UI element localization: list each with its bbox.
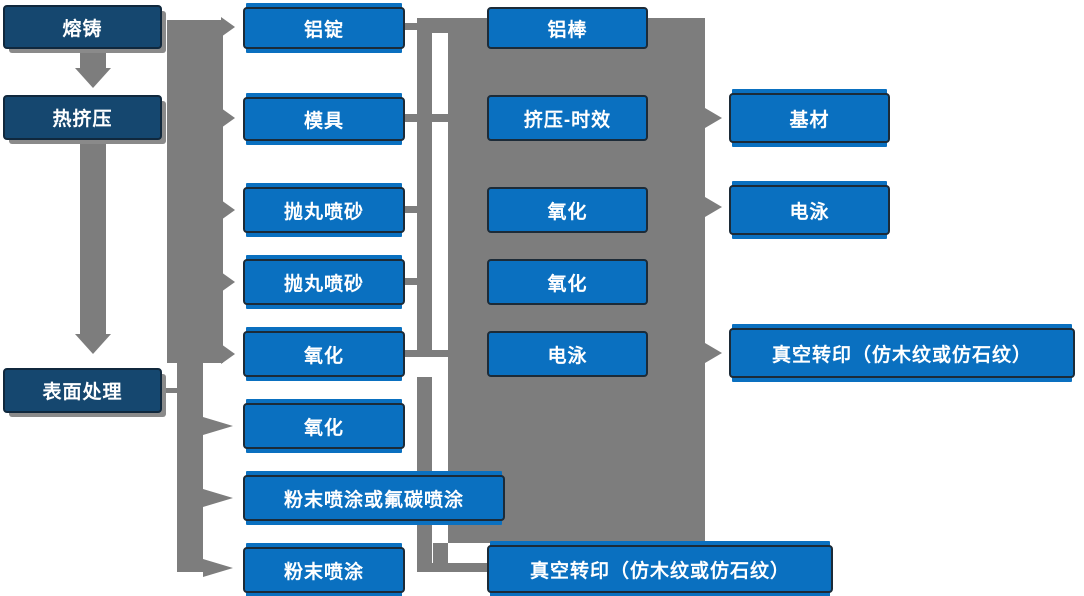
node-powder-or-fluorocarbon: 粉末喷涂或氟碳喷涂 (243, 475, 505, 521)
arrow-to-aluminum-ingot (221, 17, 235, 37)
arrow-to-mold (221, 108, 235, 128)
tick-electrophoresis-row (432, 350, 448, 357)
mid-band-upper (417, 18, 432, 357)
node-oxidation-4: 氧化 (487, 259, 648, 305)
arrow-to-vacuum-transfer-2 (705, 343, 722, 363)
trunk-band-lower (177, 363, 203, 572)
mid-band-lower (417, 377, 432, 572)
node-oxidation-2: 氧化 (243, 403, 405, 449)
tick-shot-blasting-1 (403, 206, 417, 213)
arrow-to-oxidation-2 (203, 417, 233, 435)
mid-band-top-strip (417, 18, 448, 33)
arrow-to-shot-blasting-1 (221, 200, 235, 220)
arrow-to-electrophoresis-2 (705, 197, 722, 217)
node-hot-extrusion: 热挤压 (3, 95, 162, 140)
node-aluminum-ingot: 铝锭 (243, 7, 405, 49)
node-surface-treatment: 表面处理 (3, 368, 162, 413)
node-oxidation-3: 氧化 (487, 187, 648, 233)
node-aluminum-rod: 铝棒 (487, 7, 648, 49)
arrow-to-powder-or-fluorocarbon (203, 489, 233, 507)
connector-casting-to-extrusion (80, 48, 106, 70)
node-vacuum-transfer-2: 真空转印（仿木纹或仿石纹） (729, 328, 1075, 378)
arrow-to-powder-coating (203, 559, 233, 577)
node-extrusion-aging: 挤压-时效 (487, 95, 648, 141)
arrow-to-oxidation-1 (221, 344, 235, 364)
connector-surface-to-trunk (162, 388, 177, 393)
connector-powder-to-vacuum (417, 563, 487, 572)
arrow-down-extrusion-to-surface (75, 334, 111, 354)
tick-mold-to-block (403, 114, 448, 122)
node-electrophoresis-1: 电泳 (487, 331, 648, 377)
node-vacuum-transfer-1: 真空转印（仿木纹或仿石纹） (487, 545, 833, 593)
node-melting-casting: 熔铸 (3, 5, 162, 49)
node-powder-coating: 粉末喷涂 (243, 547, 405, 593)
tick-aluminum-ingot (403, 23, 417, 30)
node-shot-blasting-2: 抛丸喷砂 (243, 259, 405, 305)
arrow-to-shot-blasting-2 (221, 272, 235, 292)
connector-extrusion-to-surface (80, 140, 106, 336)
arrow-down-casting-to-extrusion (75, 68, 111, 88)
tick-oxidation-1 (403, 350, 417, 357)
node-mold: 模具 (243, 97, 405, 141)
arrow-to-substrate (705, 108, 722, 128)
node-shot-blasting-1: 抛丸喷砂 (243, 187, 405, 233)
trunk-band-upper (167, 20, 223, 363)
node-electrophoresis-2: 电泳 (729, 185, 890, 235)
node-oxidation-1: 氧化 (243, 331, 405, 377)
tick-shot-blasting-2 (403, 278, 417, 285)
node-substrate: 基材 (729, 93, 890, 143)
